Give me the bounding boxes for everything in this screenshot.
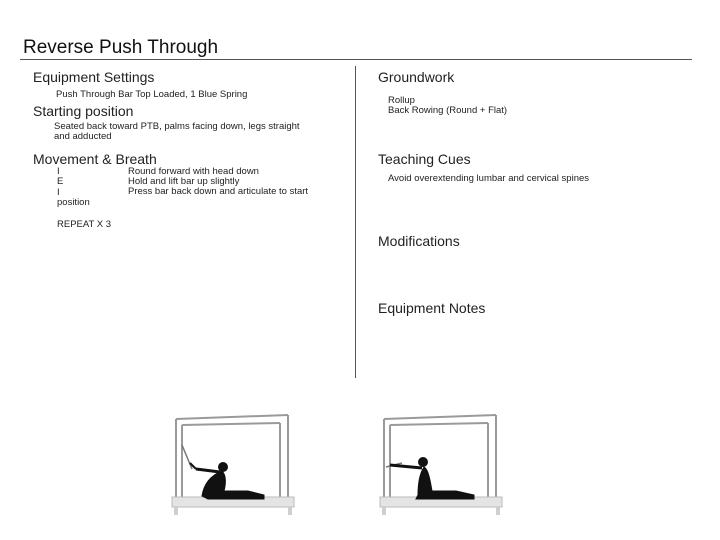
breath-cue-3: I	[57, 187, 60, 198]
breath-cue-2: E	[57, 176, 64, 187]
groundwork-heading: Groundwork	[378, 69, 455, 85]
column-divider	[355, 66, 356, 378]
groundwork-item-2: Back Rowing (Round + Flat)	[388, 105, 508, 116]
groundwork-item-1: Rollup	[388, 95, 415, 106]
cadillac-photo-rounded-forward	[168, 405, 300, 517]
equipment-settings-text: Push Through Bar Top Loaded, 1 Blue Spri…	[56, 89, 248, 100]
movement-breath-heading: Movement & Breath	[33, 151, 157, 167]
cadillac-photo-arms-lifted	[376, 405, 508, 517]
breath-cue-1: I	[57, 166, 60, 177]
page-title: Reverse Push Through	[23, 37, 219, 58]
equipment-notes-heading: Equipment Notes	[378, 300, 486, 316]
starting-position-line-1: Seated back toward PTB, palms facing dow…	[54, 121, 300, 132]
equipment-settings-heading: Equipment Settings	[33, 69, 155, 85]
breath-cue-4: position	[57, 197, 90, 208]
modifications-heading: Modifications	[378, 233, 460, 249]
teaching-cues-heading: Teaching Cues	[378, 151, 471, 167]
starting-position-heading: Starting position	[33, 103, 134, 119]
movement-step-3: Press bar back down and articulate to st…	[128, 186, 309, 197]
teaching-cue-1: Avoid overextending lumbar and cervical …	[388, 173, 590, 184]
movement-step-1: Round forward with head down	[128, 166, 259, 177]
movement-step-2: Hold and lift bar up slightly	[128, 176, 240, 187]
cadillac-rounded-forward-illustration	[171, 414, 295, 515]
title-divider	[20, 59, 692, 60]
repeat-count: REPEAT X 3	[57, 219, 112, 230]
starting-position-line-2: and adducted	[54, 131, 112, 142]
cadillac-arms-lifted-illustration	[379, 414, 503, 515]
